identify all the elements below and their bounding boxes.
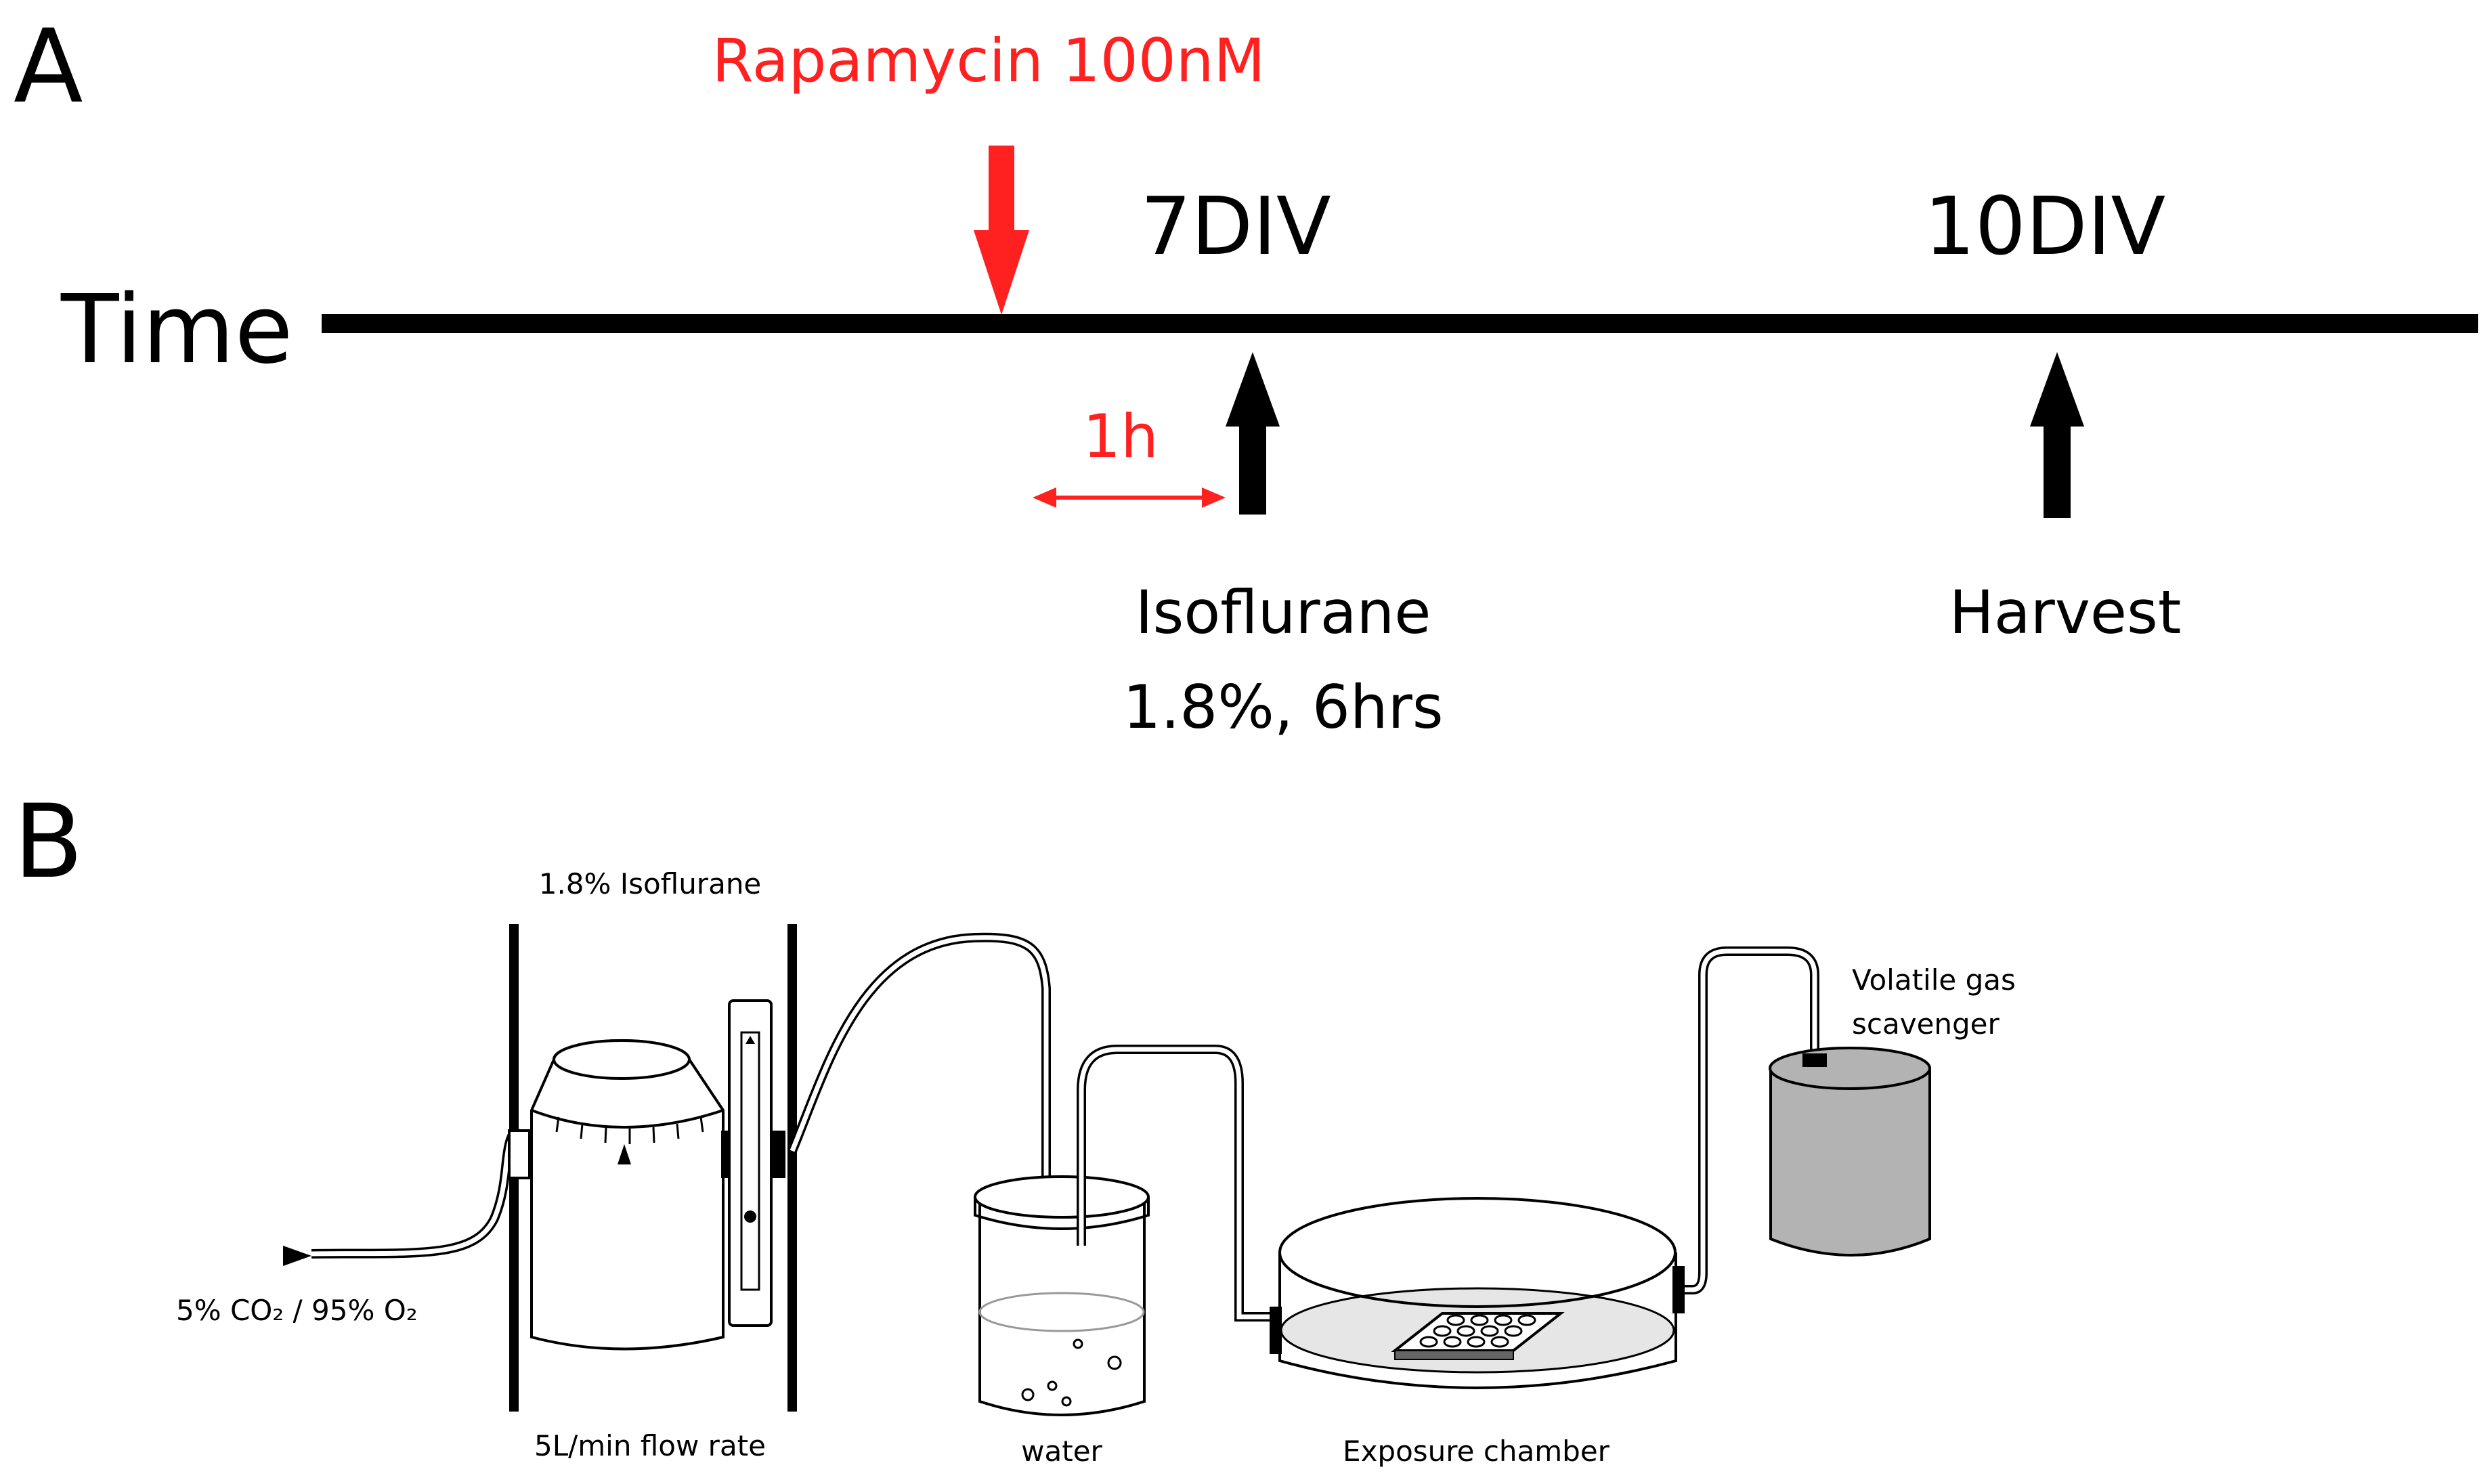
interval-double-arrow-icon <box>1033 487 1226 508</box>
harvest-up-arrow-icon <box>2030 352 2084 518</box>
panel-a-letter: A <box>14 8 83 126</box>
time-point-7div-label: 7DIV <box>1140 179 1331 273</box>
culture-plate-icon <box>1391 1312 1565 1360</box>
isoflurane-vaporizer <box>508 1039 729 1351</box>
rapamycin-label: Rapamycin 100nM <box>712 26 1266 95</box>
vaporizer-dial-pointer-icon <box>618 1144 631 1164</box>
flowmeter <box>728 999 785 1327</box>
panel-b: B 5% CO₂ / 95% O₂ 1.8% Isoflurane 5L/min… <box>14 783 2016 1468</box>
rapamycin-arrow-icon <box>974 146 1029 315</box>
water-beaker <box>974 1175 1150 1416</box>
flowmeter-float-icon <box>744 1210 756 1223</box>
gas-inlet-tube <box>311 1124 522 1259</box>
panel-b-letter: B <box>14 783 83 901</box>
bubble-icon <box>1073 1338 1083 1349</box>
gas-inlet-arrow-icon <box>283 1246 311 1266</box>
harvest-event-label: Harvest <box>1949 577 2182 647</box>
vaporizer-right-plate <box>787 924 797 1412</box>
isoflurane-up-arrow-icon <box>1226 352 1280 515</box>
flow-rate-label: 5L/min flow rate <box>534 1429 766 1462</box>
time-point-10div-label: 10DIV <box>1924 179 2166 273</box>
scavenger-label-line1: Volatile gas <box>1852 963 2016 997</box>
water-label: water <box>1021 1435 1102 1468</box>
vaporizer-dial-ticks <box>555 1116 704 1144</box>
interval-label: 1h <box>1083 401 1159 471</box>
volatile-gas-scavenger <box>1769 1047 1931 1257</box>
timeline-axis-label: Time <box>60 275 293 385</box>
gas-mixture-label: 5% CO₂ / 95% O₂ <box>176 1294 418 1327</box>
scavenger-port <box>1802 1053 1827 1067</box>
exposure-chamber <box>1270 1197 1685 1389</box>
exposure-chamber-label: Exposure chamber <box>1343 1435 1610 1468</box>
isoflurane-setting-label: 1.8% Isoflurane <box>539 867 762 900</box>
panel-a: A Time Rapamycin 100nM 1h 7DIV Isofluran… <box>14 8 2478 742</box>
scavenger-label-line2: scavenger <box>1852 1007 2000 1041</box>
isoflurane-event-label: Isoflurane <box>1136 577 1431 647</box>
isoflurane-dose-label: 1.8%, 6hrs <box>1123 672 1443 742</box>
